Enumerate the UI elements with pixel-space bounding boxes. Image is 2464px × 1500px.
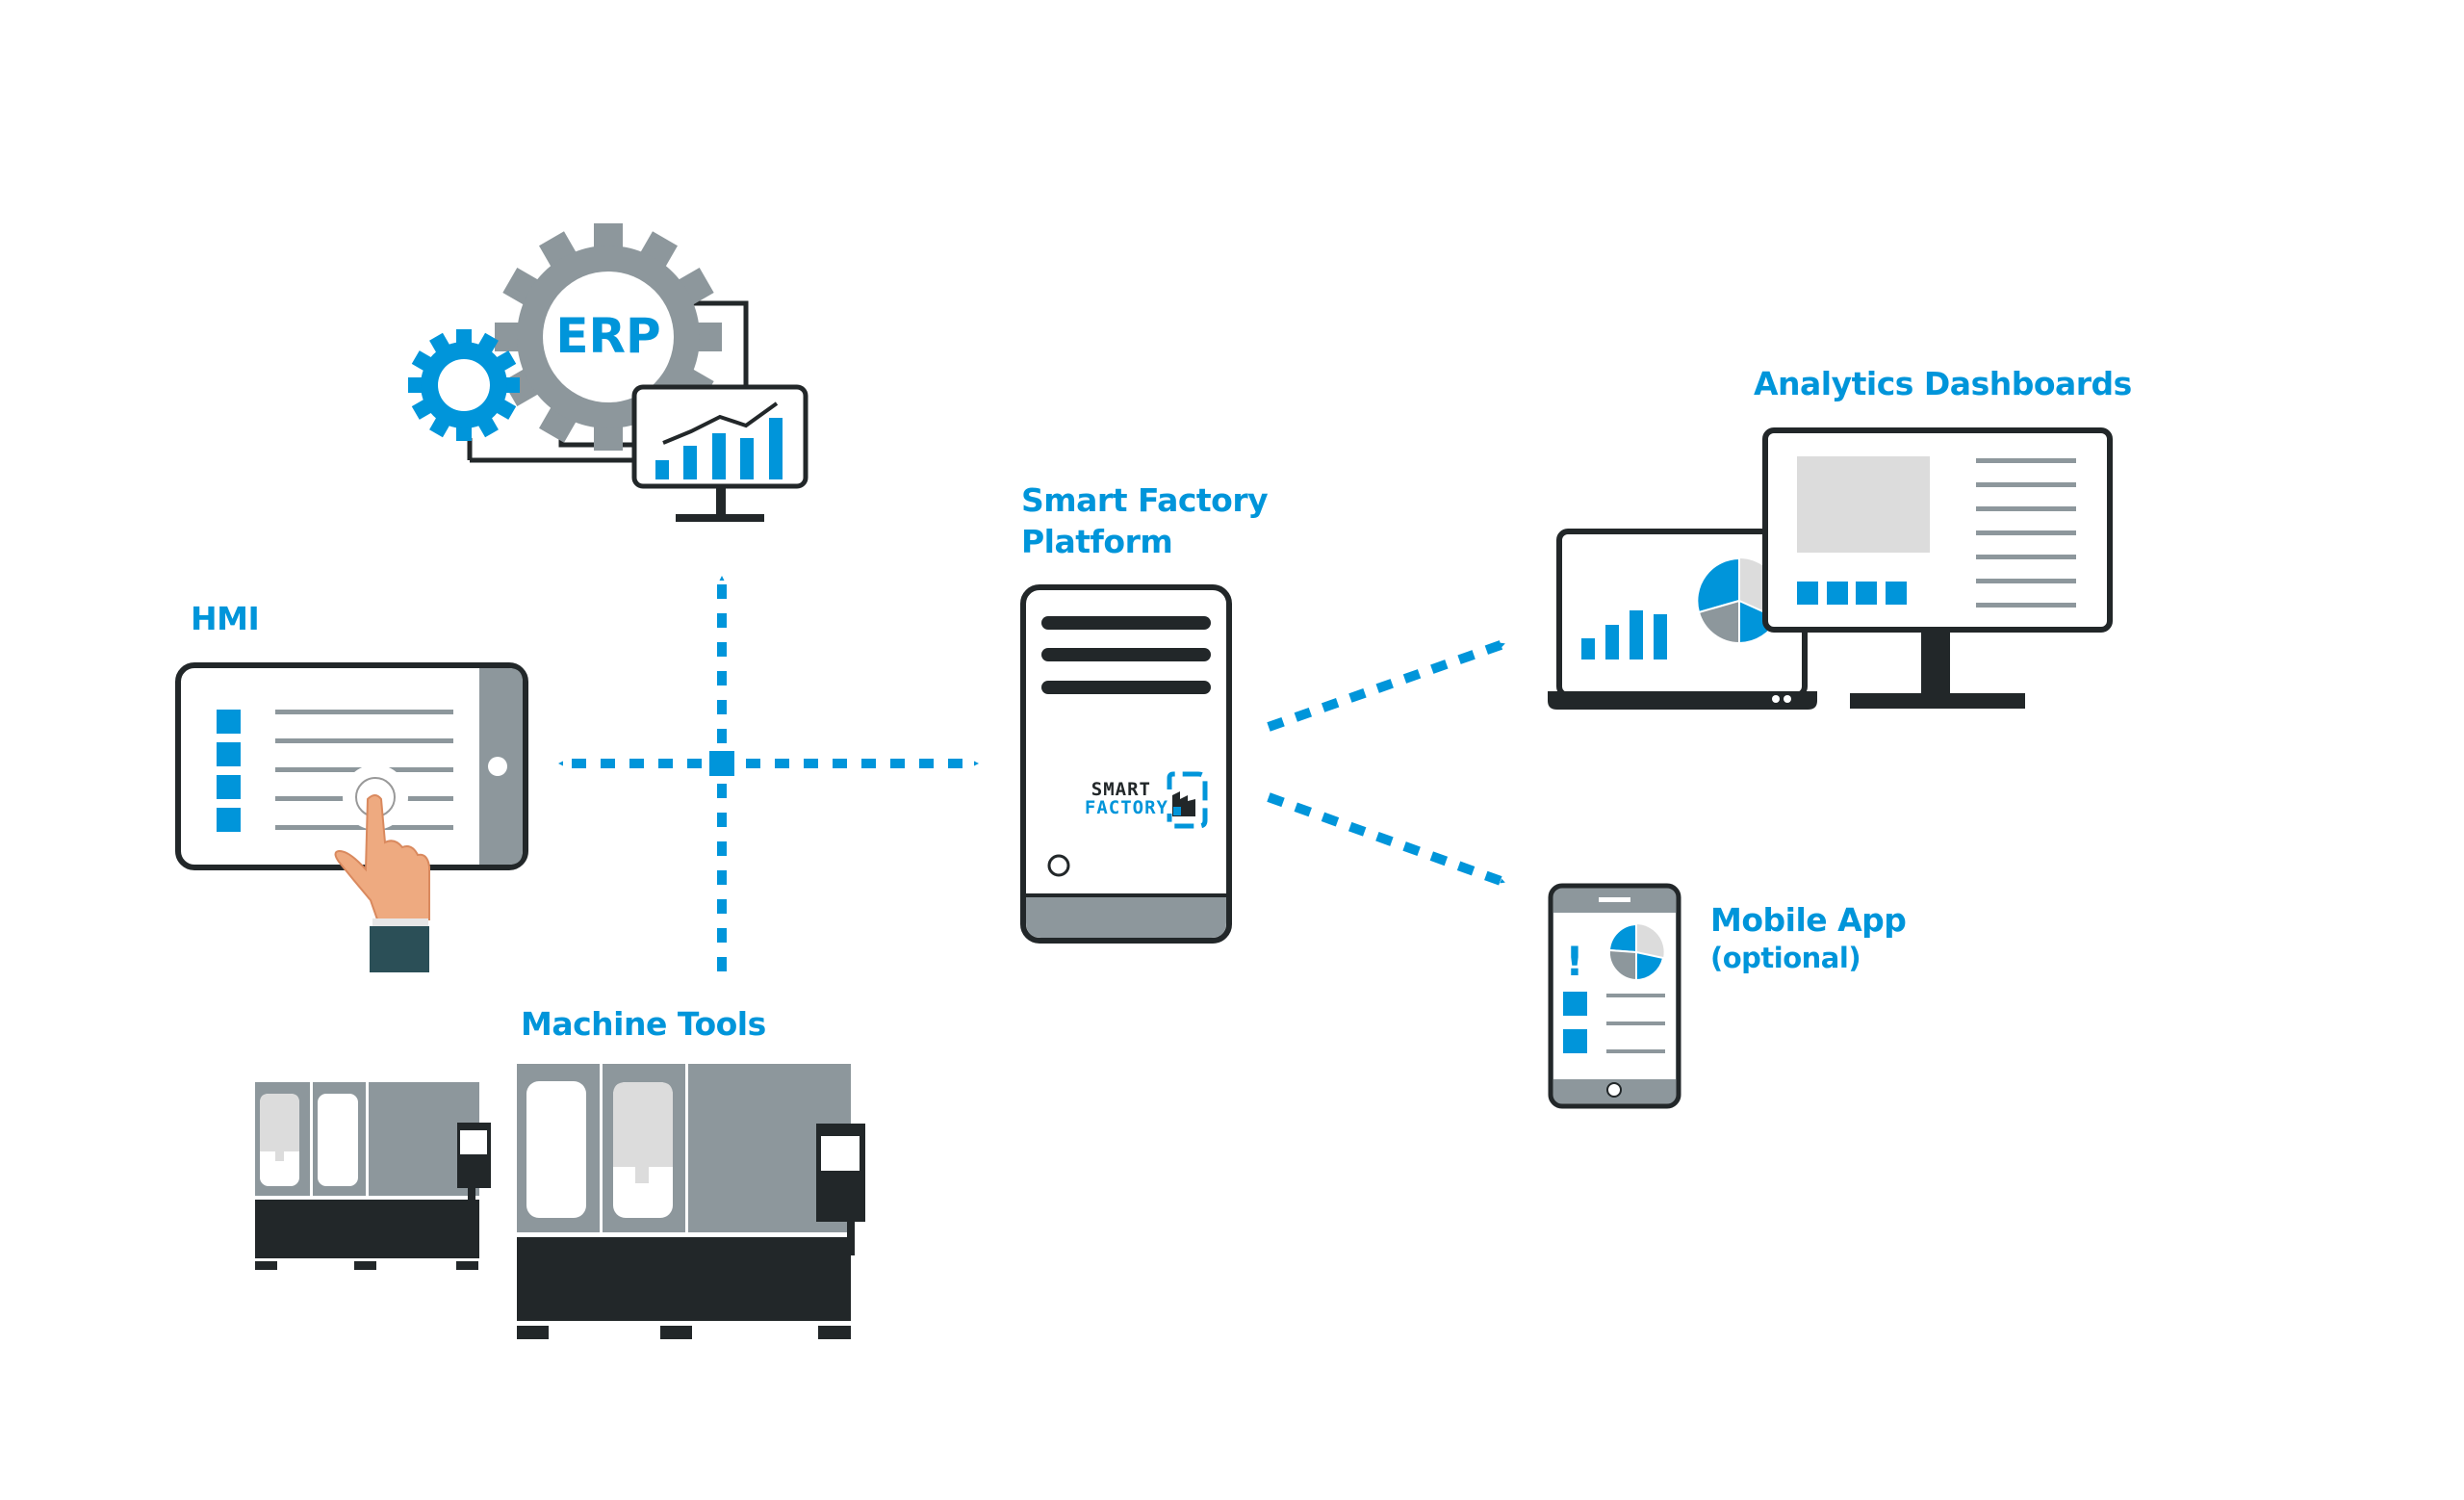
mobile-label: Mobile App [1710, 901, 1907, 939]
connector-to-mobile [1267, 792, 1505, 887]
trend-line [662, 401, 779, 445]
tablet-home-button [488, 757, 507, 776]
logo-text-factory: FACTORY [1085, 797, 1168, 818]
platform-label-line2: Platform [1021, 523, 1173, 560]
mobile-sublabel: (optional) [1710, 942, 1861, 974]
erp-window-outline-outer [467, 438, 635, 463]
phone-home-button [1606, 1082, 1622, 1098]
alert-icon: ! [1565, 938, 1583, 985]
chart-bar [683, 446, 697, 479]
junction-node [709, 751, 734, 776]
chart-bar [712, 433, 726, 479]
connector-to-analytics [1267, 639, 1505, 732]
machine-tools-label: Machine Tools [521, 1005, 766, 1043]
smart-factory-logo: SMART FACTORY [1085, 771, 1208, 829]
connector-lines [558, 576, 1505, 977]
pointing-hand-icon [334, 794, 430, 972]
smartphone-icon: ! [1548, 883, 1681, 1109]
analytics-label: Analytics Dashboards [1754, 365, 2132, 402]
machine-tool-large-icon [517, 1064, 865, 1339]
chart-bar [740, 438, 754, 479]
erp-icon [408, 223, 808, 522]
erp-label: ERP [555, 308, 660, 364]
power-button [1047, 854, 1070, 877]
laptop-icon [1548, 529, 1817, 710]
desktop-monitor-icon [1762, 427, 2113, 709]
settings-gear-icon [408, 329, 520, 441]
machine-tool-small-icon [255, 1082, 491, 1270]
platform-label-line1: Smart Factory [1021, 481, 1269, 519]
chart-bar [655, 460, 669, 479]
chart-bar [769, 418, 783, 479]
platform-server-icon: SMART FACTORY [1020, 584, 1232, 944]
hmi-tablet-icon [175, 662, 528, 972]
logo-text-smart: SMART [1091, 779, 1151, 800]
hmi-label: HMI [191, 600, 260, 637]
chart-monitor-icon [631, 384, 808, 522]
